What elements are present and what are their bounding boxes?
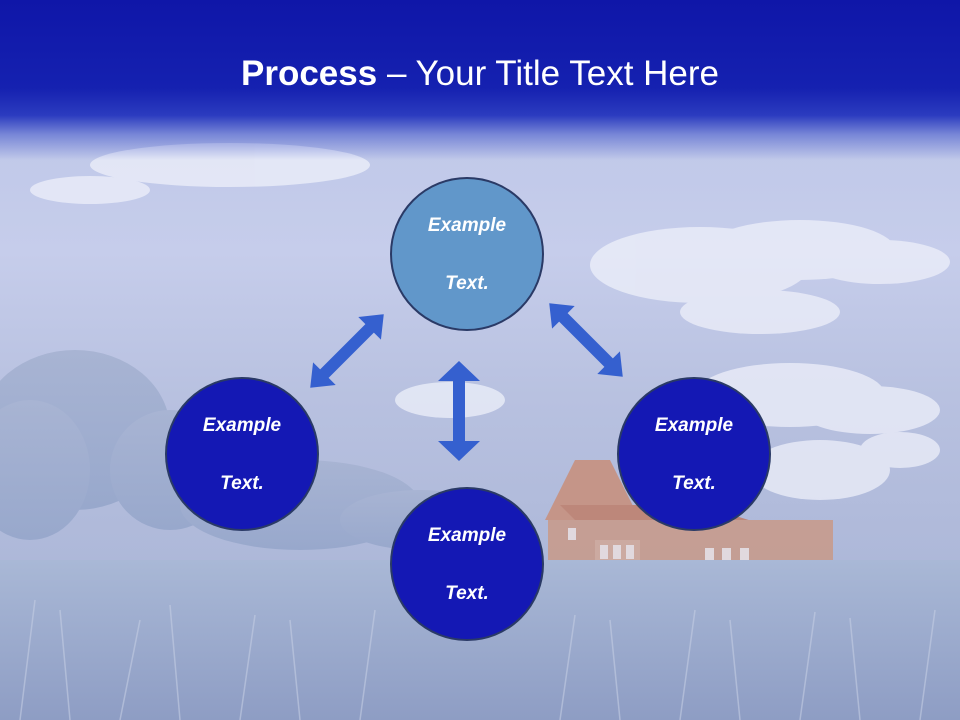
double-arrow-top-right bbox=[549, 303, 623, 377]
node-bottom-line1: Example bbox=[427, 524, 507, 546]
double-arrow-top-left bbox=[310, 314, 384, 388]
node-left-line2: Text. bbox=[220, 472, 264, 494]
double-arrow-vertical bbox=[438, 361, 480, 461]
slide-title-rest: – Your Title Text Here bbox=[377, 54, 719, 93]
node-top-line1: Example bbox=[427, 214, 507, 236]
node-right-line2: Text. bbox=[672, 472, 716, 494]
node-top-line2: Text. bbox=[445, 272, 489, 294]
slide-title: Process – Your Title Text Here bbox=[0, 50, 960, 98]
node-right-line1: Example bbox=[654, 414, 734, 436]
node-bottom-line2: Text. bbox=[445, 582, 489, 604]
node-left-line1: Example bbox=[202, 414, 282, 436]
slide-title-bold: Process bbox=[241, 54, 378, 93]
title-band bbox=[0, 0, 960, 160]
